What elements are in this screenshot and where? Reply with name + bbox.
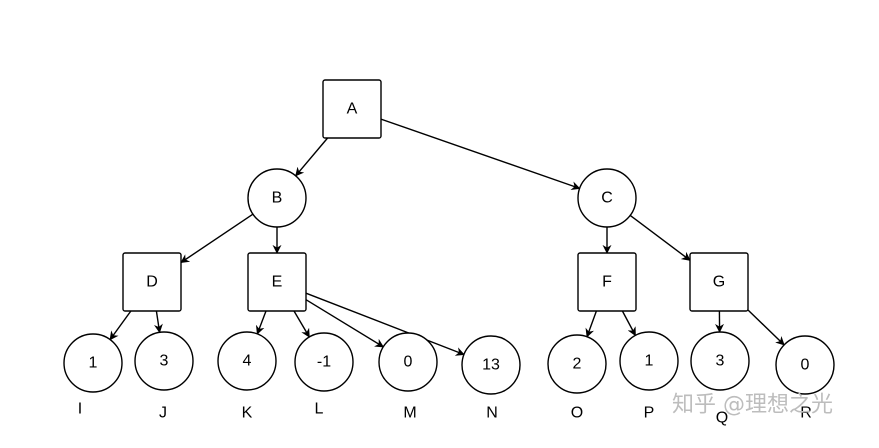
node-label: 3 <box>716 353 725 370</box>
node-label: 13 <box>482 357 500 374</box>
leaf-caption-o: O <box>571 405 583 422</box>
edge-d-j <box>156 311 159 332</box>
leaf-caption-i: I <box>78 401 82 418</box>
node-label: F <box>602 274 612 291</box>
node-label: A <box>347 101 358 118</box>
edge-g-r <box>748 310 784 345</box>
edge-f-o <box>587 311 596 337</box>
node-a: A <box>323 80 381 138</box>
node-b: B <box>248 169 306 227</box>
edges-layer <box>110 119 784 354</box>
node-c: C <box>578 169 636 227</box>
node-label: B <box>272 190 283 207</box>
edge-e-k <box>257 311 266 334</box>
node-label: C <box>601 190 613 207</box>
edge-a-b <box>296 138 328 176</box>
leaf-caption-p: P <box>644 405 655 422</box>
edge-a-c <box>381 119 580 188</box>
node-label: -1 <box>317 354 331 371</box>
watermark: 知乎 @理想之光 <box>672 393 833 418</box>
node-label: 1 <box>89 355 98 372</box>
node-label: 3 <box>160 353 169 370</box>
leaf-caption-n: N <box>486 405 498 422</box>
node-label: 1 <box>645 353 654 370</box>
node-q: 3 <box>691 332 749 390</box>
edge-d-i <box>110 311 131 340</box>
node-label: E <box>272 274 283 291</box>
node-o: 2 <box>548 335 606 393</box>
node-label: D <box>146 274 158 291</box>
node-p: 1 <box>620 332 678 390</box>
node-label: 0 <box>801 357 810 374</box>
node-f: F <box>578 253 636 311</box>
node-label: 2 <box>573 356 582 373</box>
node-d: D <box>123 253 181 311</box>
leaf-caption-k: K <box>242 405 253 422</box>
node-label: 0 <box>404 354 413 371</box>
node-j: 3 <box>135 332 193 390</box>
node-i: 1 <box>64 334 122 392</box>
edge-b-d <box>181 214 253 262</box>
node-m: 0 <box>379 333 437 391</box>
node-n: 13 <box>462 336 520 394</box>
node-e: E <box>248 253 306 311</box>
node-g: G <box>690 253 748 311</box>
node-label: 4 <box>243 353 252 370</box>
edge-c-g <box>630 215 690 260</box>
edge-f-p <box>622 311 635 335</box>
leaf-caption-m: M <box>403 405 416 422</box>
node-k: 4 <box>218 332 276 390</box>
leaf-caption-j: J <box>159 405 167 422</box>
node-r: 0 <box>776 336 834 394</box>
node-l: -1 <box>295 333 353 391</box>
node-label: G <box>713 274 725 291</box>
edge-e-l <box>294 311 309 337</box>
leaf-caption-l: L <box>315 401 324 418</box>
